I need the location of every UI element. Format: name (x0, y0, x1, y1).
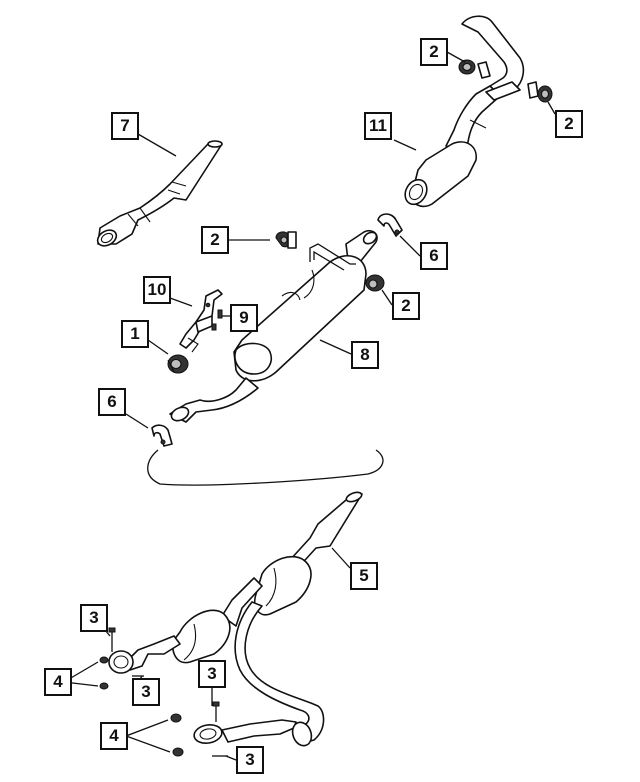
callout-part-6: 6 (420, 242, 448, 270)
isolator-1 (167, 354, 189, 374)
nuts-and-studs (99, 627, 228, 757)
callout-part-3: 3 (80, 604, 108, 632)
hanger-bracket (179, 289, 223, 353)
isolator-middle-left (275, 231, 297, 249)
callout-part-4: 4 (100, 722, 128, 750)
isolator-upper-right (527, 81, 553, 103)
tailpipe-resonator (404, 15, 525, 208)
isolator-middle-right (365, 274, 385, 292)
isolator-upper-left (458, 59, 491, 79)
callout-part-7: 7 (111, 112, 139, 140)
callout-part-11: 11 (364, 112, 392, 140)
callout-part-2: 2 (555, 110, 583, 138)
muffler (169, 229, 378, 423)
callout-part-3: 3 (198, 660, 226, 688)
callout-part-3: 3 (236, 746, 264, 774)
callout-part-9: 9 (230, 304, 258, 332)
callout-part-2: 2 (201, 226, 229, 254)
callout-part-8: 8 (351, 341, 379, 369)
callout-part-3: 3 (132, 678, 160, 706)
exhaust-pipe-extension (96, 140, 223, 247)
callout-part-2: 2 (420, 38, 448, 66)
callout-part-4: 4 (44, 668, 72, 696)
callout-part-10: 10 (143, 276, 171, 304)
callout-part-6: 6 (98, 388, 126, 416)
bolts-9 (211, 309, 223, 331)
section-break-line (147, 449, 384, 486)
callout-part-1: 1 (121, 320, 149, 348)
catalytic-y-pipe (108, 491, 363, 747)
callout-part-2: 2 (392, 292, 420, 320)
callout-part-5: 5 (350, 562, 378, 590)
clamp-lower (151, 424, 173, 447)
clamp-upper (377, 213, 403, 237)
